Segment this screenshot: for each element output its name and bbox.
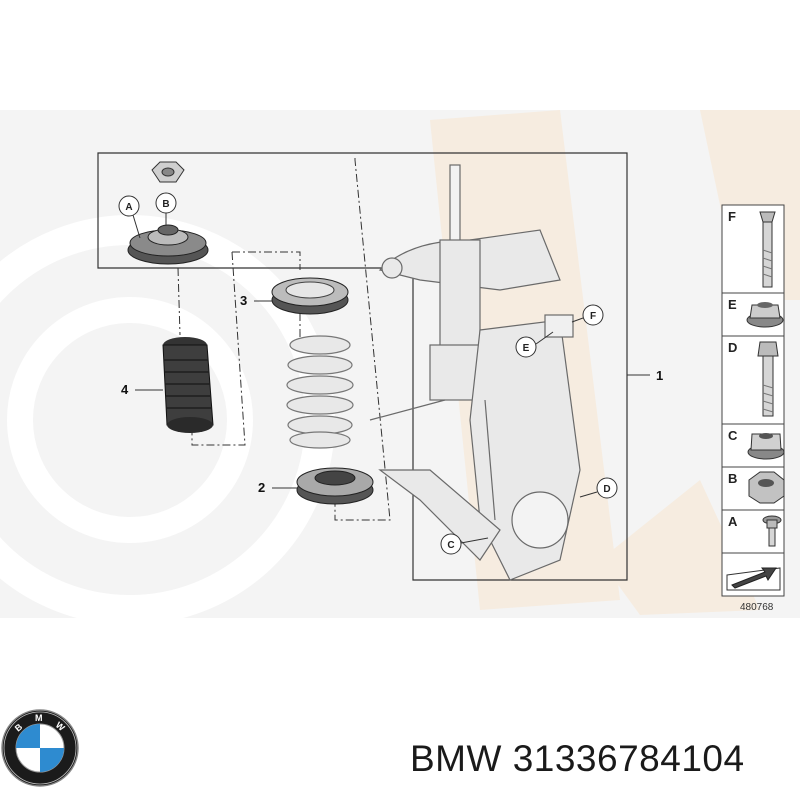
strut-nut-part (151, 161, 185, 183)
legend-letter-E: E (728, 297, 737, 312)
svg-text:F: F (590, 311, 596, 322)
svg-text:3: 3 (240, 293, 247, 308)
hardware-B-nut-icon (748, 471, 785, 504)
callout-D: D (579, 477, 618, 499)
legend-letter-C: C (728, 428, 738, 443)
legend-letter-B: B (728, 471, 737, 486)
guide-lines (177, 158, 391, 521)
strut-mount (127, 224, 209, 265)
callout-A: A (118, 195, 141, 239)
hardware-F-bolt-icon (759, 211, 776, 288)
hardware-E-nut-icon (746, 302, 784, 328)
hardware-C-nut-icon (747, 433, 785, 460)
svg-text:2: 2 (258, 480, 265, 495)
legend-letter-D: D (728, 340, 737, 355)
callout-B: B (155, 192, 177, 225)
callout-part-3: 3 (240, 293, 272, 308)
assembly-frames (97, 152, 628, 581)
callout-C: C (440, 533, 489, 555)
svg-text:B: B (13, 721, 25, 733)
svg-text:A: A (125, 202, 132, 213)
svg-text:M: M (35, 713, 43, 723)
hardware-D-bolt-icon (757, 341, 779, 417)
legend-letter-A: A (728, 514, 738, 529)
svg-text:D: D (603, 484, 610, 495)
brand-part-number: BMW 31336784104 (410, 738, 745, 779)
svg-text:E: E (523, 343, 530, 354)
strut-knuckle-assembly (369, 164, 581, 581)
reference-arrow-icon (726, 567, 781, 591)
svg-text:1: 1 (656, 368, 663, 383)
callout-E: E (515, 331, 554, 358)
bmw-logo: B M W (1, 709, 79, 787)
upper-spring-seat (271, 277, 349, 315)
hardware-A-screw-icon (762, 515, 782, 547)
lower-spring-seat (296, 467, 374, 505)
dust-boot (162, 337, 214, 433)
legend-letter-F: F (728, 209, 736, 224)
callout-part-1: 1 (627, 368, 663, 383)
callout-part-4: 4 (121, 382, 163, 397)
callout-part-2: 2 (258, 480, 298, 495)
coil-spring (286, 335, 354, 449)
svg-text:B: B (162, 199, 169, 210)
callout-F: F (571, 304, 604, 326)
svg-text:4: 4 (121, 382, 129, 397)
svg-text:C: C (447, 540, 454, 551)
reference-number: 480768 (740, 602, 774, 613)
hardware-legend (721, 204, 785, 597)
